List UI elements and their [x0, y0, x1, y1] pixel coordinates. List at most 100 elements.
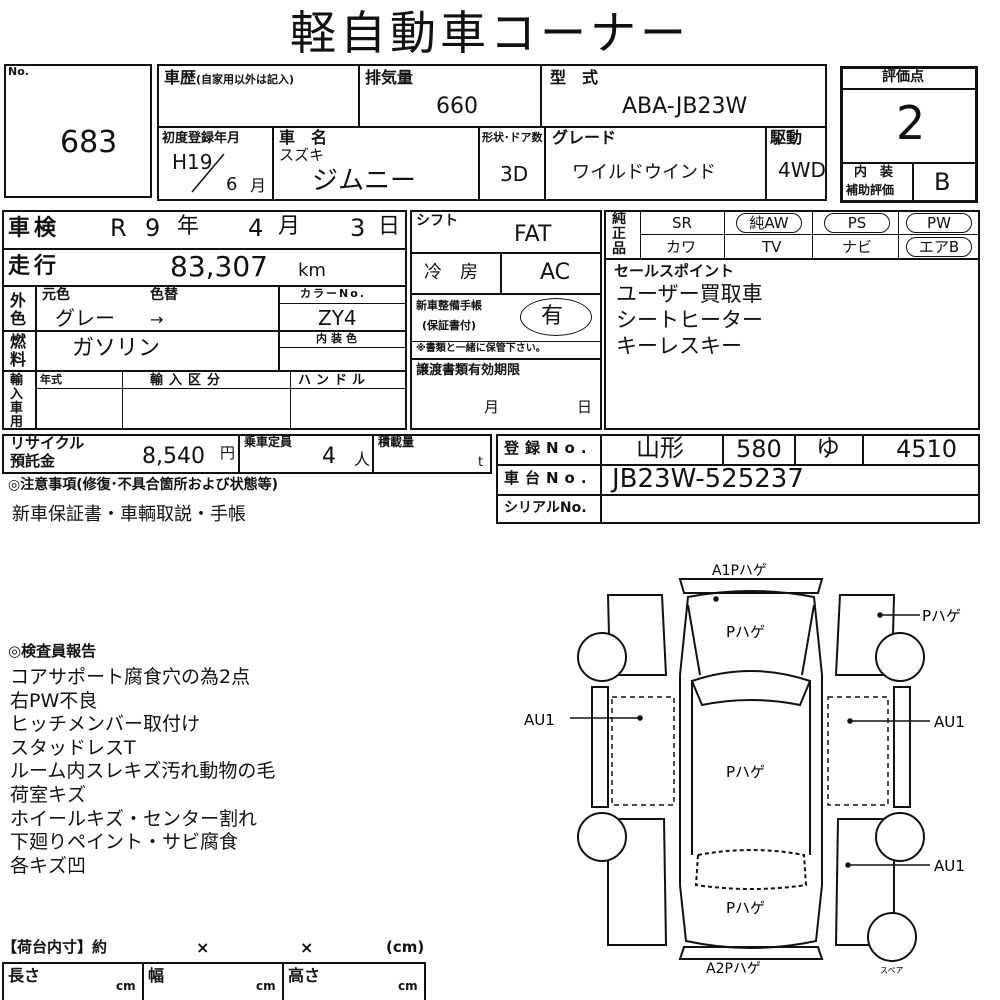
drive-value: 4WD: [778, 158, 826, 182]
grade-label: グレード: [552, 128, 617, 147]
recycle-frame: [2, 434, 492, 474]
registration-kana: ゆ: [816, 434, 840, 462]
inspector-item: ホイールキズ・センター割れ: [10, 807, 258, 830]
cargo-frame: [2, 962, 426, 1000]
registration-label: 登録No.: [504, 439, 593, 457]
warranty-value: [520, 298, 592, 336]
cargo-height-label: 高さ: [288, 966, 321, 985]
drive-label: 駆動: [770, 128, 803, 147]
shift-value: FAT: [514, 222, 552, 247]
vehicle-info-frame: [157, 64, 827, 201]
wheel-rear-left: [577, 812, 627, 862]
label-right-fender: Pハゲ: [922, 607, 961, 625]
windshield: [690, 670, 812, 707]
body-label: 形状･ドア数: [482, 131, 543, 144]
first-reg-era: H19: [172, 150, 213, 174]
left-rear-panel: [607, 818, 668, 946]
interior-label-2: 補助評価: [846, 183, 895, 197]
capacity-label: 乗車定員: [244, 435, 293, 449]
rear-bumper: [678, 946, 824, 960]
aircon-label: 冷 房: [424, 262, 478, 283]
car-name-value: ジムニー: [312, 166, 417, 196]
inspector-item: 右PW不良: [10, 689, 98, 712]
fuel-value: ガソリン: [72, 336, 161, 361]
transfer-docs-month-unit: 月: [484, 398, 500, 416]
inspector-item: ルーム内スレキズ汚れ動物の毛: [10, 760, 276, 783]
exterior-original-value: グレー: [55, 306, 115, 330]
inspector-item: スタッドレスT: [10, 736, 136, 759]
sales-point-1: ユーザー買取車: [616, 282, 763, 306]
interior-value: B: [934, 168, 951, 196]
score-box: [840, 66, 978, 203]
inspection-frame: [2, 210, 407, 430]
exterior-arrow: →: [150, 310, 164, 329]
displacement-value: 660: [436, 94, 478, 119]
recycle-label-1: リサイクル: [10, 434, 85, 452]
label-roof: Pハゲ: [726, 763, 765, 781]
first-reg-month: 6: [226, 174, 238, 195]
wheel-rear-right: [875, 812, 925, 862]
right-door: [893, 686, 911, 808]
label-tailgate: Pハゲ: [726, 899, 765, 917]
interior-color-label: 内装色: [316, 332, 361, 345]
label-left-side: AU1: [524, 711, 555, 729]
warranty-label-1: 新車整備手帳: [416, 299, 482, 312]
notes-text: 新車保証書・車輌取説・手帳: [12, 504, 246, 525]
equip-navi: ナビ: [842, 238, 873, 256]
inspection-month: 4: [248, 214, 264, 242]
damage-diagram: A1Pハゲ Pハゲ Pハゲ AU1 AU1 Pハゲ AU1 Pハゲ A2Pハゲ …: [524, 563, 965, 977]
cargo-height-cm: cm: [398, 979, 418, 993]
inspector-item: 各キズ凹: [10, 854, 87, 877]
equip-leather: カワ: [666, 238, 697, 256]
equip-tv: TV: [762, 238, 782, 256]
inspection-day: 3: [350, 214, 366, 242]
front-bumper: [678, 578, 824, 594]
inspection-label: 車検: [8, 216, 61, 241]
wheel-front-right: [875, 632, 925, 682]
label-rear-bumper: A2Pハゲ: [706, 961, 761, 977]
exterior-repaint-label: 色替: [150, 287, 178, 303]
body-value: 3D: [500, 162, 529, 186]
sales-points-label: セールスポイント: [614, 262, 735, 280]
lot-no-label: No.: [8, 65, 29, 78]
inspection-year-unit: 年: [177, 214, 200, 239]
warranty-label-2: (保証書付): [422, 319, 477, 332]
cargo-label: 【荷台内寸】約: [2, 938, 108, 956]
cargo-x2: ×: [300, 938, 314, 957]
inspector-item: 下廻りペイント・サビ腐食: [10, 831, 239, 854]
car-maker: スズキ: [279, 146, 325, 164]
inspector-item: コアサポート腐食穴の為2点: [10, 666, 251, 688]
grade-value: ワイルドウインド: [572, 162, 716, 183]
lot-number: 683: [60, 125, 118, 160]
model-code-label: 型 式: [550, 68, 599, 87]
registration-number: 4510: [896, 435, 958, 463]
recycle-value: 8,540: [142, 444, 205, 469]
inspection-year: 9: [145, 214, 161, 242]
inspector-item: ヒッチメンバー取付け: [10, 713, 201, 736]
history-label: 車歴(自家用以外は記入): [164, 68, 295, 87]
inspection-era: R: [110, 214, 127, 242]
load-unit: t: [478, 455, 484, 470]
cargo-x1: ×: [196, 938, 210, 957]
capacity-value: 4: [322, 444, 336, 469]
inspector-item: 荷室キズ: [10, 783, 87, 806]
inspection-month-unit: 月: [278, 214, 301, 239]
label-right-rear: AU1: [934, 857, 965, 875]
transfer-docs-day-unit: 日: [577, 398, 593, 416]
warranty-note: ※書類と一緒に保管下さい。: [416, 343, 546, 354]
first-reg-month-unit: 月: [250, 176, 267, 195]
cargo-unit: (cm): [386, 938, 425, 956]
color-no-value: ZY4: [318, 306, 357, 330]
car-body: [679, 590, 823, 949]
spare-tire: [867, 912, 917, 962]
recycle-unit: 円: [220, 444, 236, 462]
equip-pw: PW: [906, 213, 972, 233]
mileage-label: 走行: [8, 254, 61, 279]
lot-box: [4, 64, 6, 198]
import-handle-label: ハンドル: [298, 373, 371, 388]
mileage-value: 83,307: [170, 250, 268, 283]
chassis-label: 車台No.: [504, 469, 593, 487]
score-label: 評価点: [882, 69, 924, 85]
score-value: 2: [896, 96, 926, 150]
label-hood: Pハゲ: [726, 623, 765, 641]
